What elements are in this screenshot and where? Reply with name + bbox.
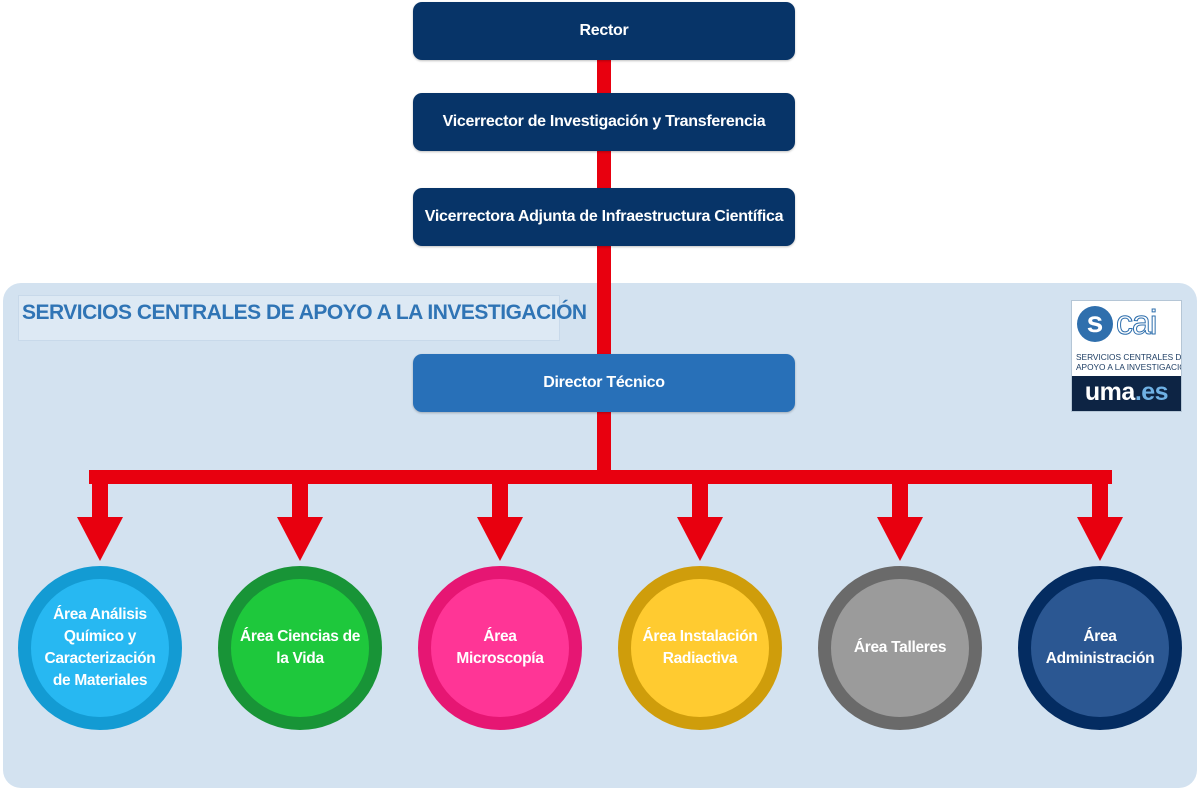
scai-uma-logo: s cai SERVICIOS CENTRALES DE APOYO A LA … xyxy=(1071,300,1182,412)
area-label: Área Talleres xyxy=(853,639,947,656)
area-circle-talleres[interactable]: Área Talleres xyxy=(818,566,982,730)
logo-footer: uma.es xyxy=(1072,376,1181,411)
connector-vicerrector-adjunta xyxy=(597,150,611,190)
arrow-head-5 xyxy=(877,517,923,561)
arrow-head-2 xyxy=(277,517,323,561)
arrow-stem-6 xyxy=(1092,478,1108,520)
arrow-stem-4 xyxy=(692,478,708,520)
logo-subtitle: SERVICIOS CENTRALES DE APOYO A LA INVEST… xyxy=(1076,352,1182,372)
area-label: Área Microscopía xyxy=(456,628,544,667)
logo-mark-s: s xyxy=(1077,306,1113,342)
section-title: SERVICIOS CENTRALES DE APOYO A LA INVEST… xyxy=(22,301,587,324)
vicerrectora-adjunta-box[interactable]: Vicerrectora Adjunta de Infraestructura … xyxy=(413,188,795,246)
vicerrector-box[interactable]: Vicerrector de Investigación y Transfere… xyxy=(413,93,795,151)
area-label: Área Instalación Radiactiva xyxy=(642,628,758,667)
logo-subtitle-line2: APOYO A LA INVESTIGACIÓN xyxy=(1076,362,1182,372)
connector-director-bus xyxy=(597,410,611,472)
logo-mark-cai: cai xyxy=(1115,304,1157,343)
rector-box[interactable]: Rector xyxy=(413,2,795,60)
connector-adjunta-director xyxy=(597,245,611,355)
logo-footer-main: uma xyxy=(1084,378,1135,406)
arrow-stem-3 xyxy=(492,478,508,520)
logo-footer-suffix: .es xyxy=(1134,378,1169,406)
area-circle-microscopia[interactable]: Área Microscopía xyxy=(418,566,582,730)
area-circle-analisis[interactable]: Área Análisis Químico y Caracterización … xyxy=(18,566,182,730)
connector-bus xyxy=(89,470,1112,484)
arrow-head-6 xyxy=(1077,517,1123,561)
section-title-bar xyxy=(18,295,560,341)
area-circle-ciencias-vida[interactable]: Área Ciencias de la Vida xyxy=(218,566,382,730)
area-label: Área Ciencias de la Vida xyxy=(239,628,361,667)
arrow-stem-5 xyxy=(892,478,908,520)
arrow-head-3 xyxy=(477,517,523,561)
director-tecnico-box[interactable]: Director Técnico xyxy=(413,354,795,412)
arrow-stem-2 xyxy=(292,478,308,520)
area-circle-instalacion-radiactiva[interactable]: Área Instalación Radiactiva xyxy=(618,566,782,730)
arrow-stem-1 xyxy=(92,478,108,520)
logo-subtitle-line1: SERVICIOS CENTRALES DE xyxy=(1076,352,1182,362)
arrow-head-4 xyxy=(677,517,723,561)
arrow-head-1 xyxy=(77,517,123,561)
area-label: Área Administración xyxy=(1045,628,1155,667)
area-label: Área Análisis Químico y Caracterización … xyxy=(44,606,156,689)
area-circle-administracion[interactable]: Área Administración xyxy=(1018,566,1182,730)
connector-rector-vicerrector xyxy=(597,60,611,94)
